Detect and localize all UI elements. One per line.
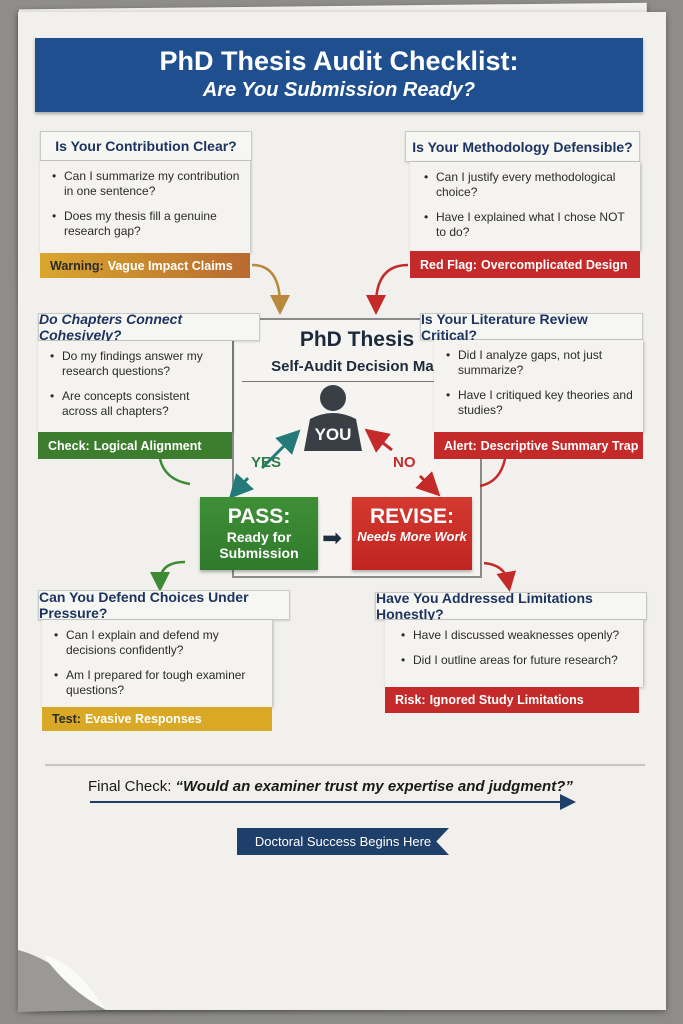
box-chapters-heading: Do Chapters Connect Cohesively?: [38, 311, 260, 343]
no-label: NO: [393, 454, 416, 471]
checklist-item: Can I summarize my contribution in one s…: [52, 169, 240, 199]
final-check-label: Final Check:: [88, 778, 172, 795]
pass-title: PASS:: [227, 505, 291, 528]
box-defend-tag: Test:Evasive Responses: [42, 707, 272, 731]
revise-title: REVISE:: [369, 505, 455, 528]
box-chapters-body: Do my findings answer my research questi…: [38, 341, 232, 432]
checklist-item: Are concepts consistent across all chapt…: [50, 389, 222, 419]
box-contribution-heading: Is Your Contribution Clear?: [40, 131, 252, 161]
box-limitations-heading: Have You Addressed Limitations Honestly?: [375, 590, 647, 622]
final-check-quote: “Would an examiner trust my expertise an…: [175, 778, 573, 795]
checklist-item: Have I explained what I chose NOT to do?: [424, 210, 630, 240]
final-check: Final Check: “Would an examiner trust my…: [88, 778, 573, 795]
decision-map-title: PhD Thesis: [299, 328, 415, 351]
page-subtitle: Are You Submission Ready?: [202, 79, 476, 101]
box-chapters-tag: Check:Logical Alignment: [38, 432, 232, 459]
pass-outcome: PASS: Ready for Submission: [200, 497, 318, 570]
checklist-item: Did I analyze gaps, not just summarize?: [446, 348, 633, 378]
box-defend-body: Can I explain and defend my decisions co…: [42, 620, 272, 707]
you-label: YOU: [314, 425, 352, 444]
checklist-item: Have I discussed weaknesses openly?: [401, 628, 633, 643]
checklist-item: Have I critiqued key theories and studie…: [446, 388, 633, 418]
box-literature-tag: Alert:Descriptive Summary Trap: [434, 432, 643, 459]
footer-ribbon: Doctoral Success Begins Here: [237, 828, 449, 855]
box-defend-heading: Can You Defend Choices Under Pressure?: [38, 589, 290, 621]
page-title: PhD Thesis Audit Checklist:: [159, 46, 519, 76]
box-methodology-heading: Is Your Methodology Defensible?: [405, 131, 640, 162]
arrow-right-icon: ➡: [322, 525, 343, 552]
page-curl: [18, 950, 106, 1012]
checklist-item: Am I prepared for tough examiner questio…: [54, 668, 262, 698]
box-limitations-tag: Risk:Ignored Study Limitations: [385, 687, 639, 713]
revise-outcome: REVISE: Needs More Work: [352, 497, 472, 570]
title-banner: PhD Thesis Audit Checklist: Are You Subm…: [35, 38, 643, 112]
pass-text: Ready for Submission: [219, 529, 299, 561]
box-limitations-body: Have I discussed weaknesses openly? Did I…: [385, 620, 643, 687]
box-contribution-tag: Warning:Vague Impact Claims: [40, 253, 250, 278]
checklist-item: Does my thesis fill a genuine research g…: [52, 209, 240, 239]
box-literature-heading: Is Your Literature Review Critical?: [420, 311, 643, 343]
decision-map-subtitle: Self-Audit Decision Map: [242, 358, 472, 382]
checklist-item: Can I explain and defend my decisions co…: [54, 628, 262, 658]
box-literature-body: Did I analyze gaps, not just summarize? H…: [434, 340, 643, 432]
box-methodology-body: Can I justify every methodological choic…: [410, 162, 640, 251]
person-icon: [304, 385, 362, 451]
checklist-item: Can I justify every methodological choic…: [424, 170, 630, 200]
checklist-item: Did I outline areas for future research?: [401, 653, 633, 668]
checklist-item: Do my findings answer my research questi…: [50, 349, 222, 379]
revise-text: Needs More Work: [357, 529, 467, 544]
box-methodology-tag: Red Flag:Overcomplicated Design: [410, 251, 640, 278]
box-contribution-body: Can I summarize my contribution in one s…: [40, 161, 250, 253]
yes-label: YES: [251, 454, 282, 471]
